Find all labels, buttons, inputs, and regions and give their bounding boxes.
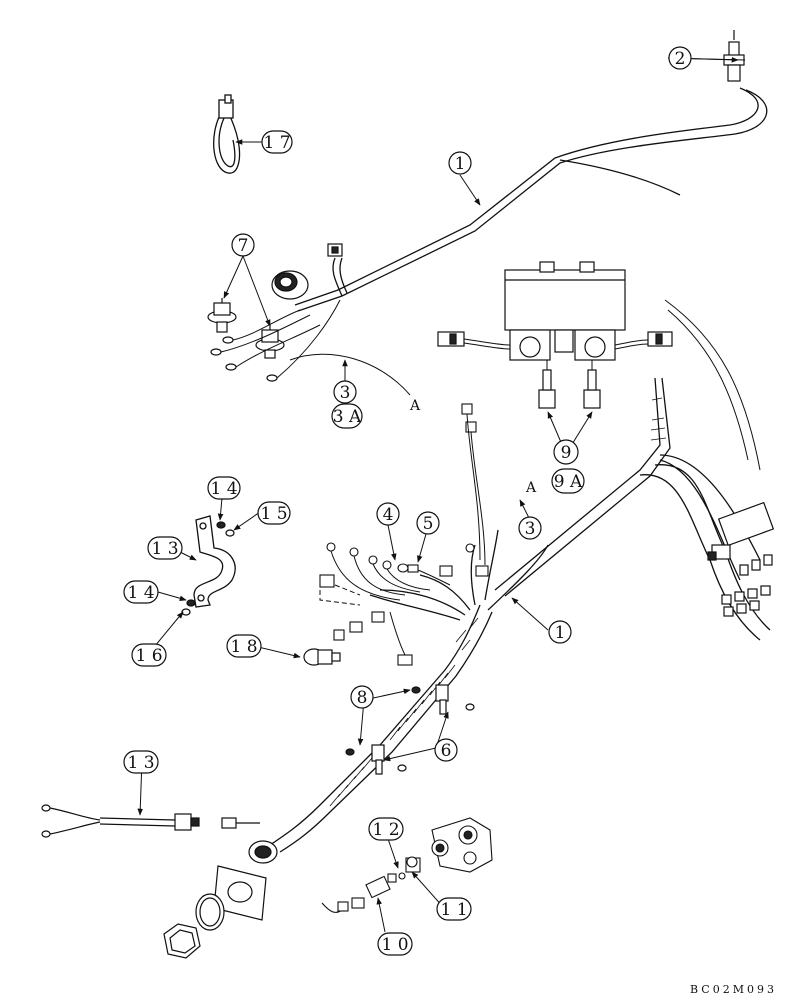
callout-5: 5 [423, 514, 434, 534]
panel-plate [163, 840, 278, 959]
switch-wires [220, 299, 411, 396]
callout-3-center: 3 [525, 519, 536, 539]
callout-18: 1 3 [127, 753, 154, 773]
cable-tie-strap [213, 94, 241, 174]
callout-12: 1 3 [151, 539, 178, 559]
callout-labels: 2 1 7 1 7 3 3 A 3 4 5 1 9 9 A 1 4 1 5 1 … [127, 49, 685, 955]
callout-8: 8 [357, 688, 368, 708]
ref-mark-a-center: A [525, 480, 537, 496]
callout-13-top: 1 4 [210, 479, 237, 499]
callout-9: 9 [561, 443, 572, 463]
valve-wires [463, 299, 761, 471]
ref-mark-a-upper: A [409, 398, 421, 414]
terminal-boot [303, 648, 341, 666]
callout-14-bottom: 1 6 [135, 646, 162, 666]
main-harness [269, 87, 771, 853]
callout-bubbles [123, 46, 692, 956]
callout-10: 1 0 [381, 935, 408, 955]
callout-7: 6 [441, 741, 452, 761]
callout-1-top: 1 [455, 154, 466, 174]
callout-1-lower: 1 [555, 623, 566, 643]
drawing-code: BC02M093 [690, 983, 777, 996]
callout-11: 1 1 [440, 900, 467, 920]
callout-16: 1 8 [230, 637, 257, 657]
callout-14-top: 1 5 [260, 504, 287, 524]
callout-15: 1 7 [263, 133, 290, 153]
callout-13-bottom: 1 4 [127, 583, 154, 603]
pressure-sensor [723, 30, 745, 82]
callout-17: 1 2 [372, 820, 399, 840]
reference-marks: A A [409, 398, 537, 496]
callout-2: 2 [675, 49, 686, 69]
solenoid-valve-block [437, 261, 673, 409]
right-connector-block [707, 501, 775, 617]
mounting-bracket [181, 515, 236, 616]
in-line-connector [321, 817, 493, 913]
center-terminals [319, 403, 489, 666]
callout-4: 4 [383, 505, 394, 525]
switch-assemblies [207, 243, 343, 382]
callout-3: 3 [340, 383, 351, 403]
jumper-harness [41, 804, 260, 838]
harness-clamps [345, 684, 475, 775]
center-wires [319, 413, 486, 656]
callout-9a: 9 A [554, 472, 583, 492]
callout-3a: 3 A [333, 407, 362, 427]
callout-6: 7 [238, 236, 249, 256]
